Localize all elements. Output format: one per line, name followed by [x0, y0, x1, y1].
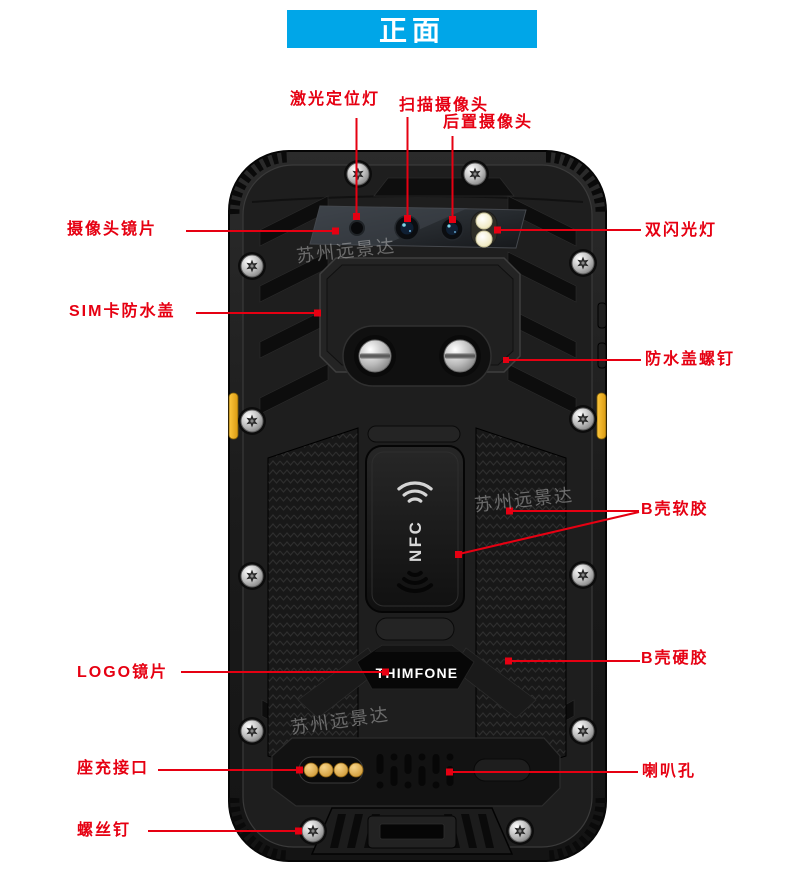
laser-positioning-light: [349, 220, 365, 236]
nfc-area: NFC: [365, 425, 465, 641]
serrated-corner-top-left: [228, 151, 289, 215]
label-soft-shell: B壳软胶: [641, 501, 709, 518]
callout-marker-soft-shell-a: [506, 507, 513, 515]
nfc-panel: [365, 445, 465, 613]
callout-marker-soft-shell-b: [455, 551, 462, 558]
logo-panel: THIMFONE: [356, 644, 475, 690]
callout-marker-camera-lens: [332, 227, 339, 235]
callout-marker-dock-port: [296, 766, 303, 774]
label-hard-shell: B壳硬胶: [641, 650, 709, 667]
label-screw: 螺丝钉: [77, 822, 132, 839]
dual-flash-led: [470, 210, 498, 248]
bottom-pill-recess: [473, 758, 531, 782]
page-title: 正面: [378, 15, 445, 46]
bottom-panel: [271, 737, 561, 807]
side-key-lower: [597, 342, 607, 369]
bottom-vent-block: [310, 807, 514, 855]
label-camera-lens: 摄像头镜片: [67, 221, 158, 238]
brand-logo-text: THIMFONE: [376, 665, 459, 681]
waterproof-cover-screw-right: [439, 335, 481, 377]
callout-marker-logo-lens: [382, 668, 389, 676]
side-button-yellow-right: [596, 392, 607, 440]
camera-glass: [309, 205, 527, 249]
label-sim-cover: SIM卡防水盖: [69, 303, 176, 320]
serrated-corner-top-right: [545, 151, 607, 215]
label-dock-port: 座充接口: [77, 760, 150, 777]
callout-marker-rear-camera: [449, 216, 456, 223]
nfc-text: NFC: [406, 520, 425, 562]
callout-marker-sim-cover: [314, 309, 321, 317]
callout-marker-dual-flash: [494, 226, 501, 234]
title-banner: 正面: [287, 10, 537, 48]
waterproof-cover-screw-left: [354, 335, 396, 377]
callout-marker-cover-screw: [503, 357, 509, 363]
serrated-corner-bottom-right: [546, 797, 607, 862]
label-scan-camera: 扫描摄像头: [399, 97, 490, 114]
callout-marker-laser-light: [353, 213, 360, 220]
callout-marker-hard-shell: [505, 657, 512, 665]
callout-marker-screw: [295, 827, 302, 835]
side-button-yellow-left: [228, 392, 239, 440]
callout-lines: [148, 117, 641, 835]
label-logo-lens: LOGO镜片: [77, 664, 169, 681]
label-rear-camera: 后置摄像头: [443, 114, 534, 131]
serrated-corner-bottom-left: [228, 797, 289, 862]
nfc-wave-icon: [397, 481, 433, 503]
label-speaker-hole: 喇叭孔: [642, 763, 697, 780]
lanyard-slot: [379, 823, 445, 840]
callout-marker-speaker-hole: [446, 768, 453, 776]
label-dual-flash: 双闪光灯: [645, 222, 718, 239]
nfc-dark-arcs: [396, 570, 434, 593]
side-key-upper: [597, 302, 607, 329]
label-laser-light: 激光定位灯: [290, 91, 381, 108]
callout-marker-scan-camera: [404, 215, 411, 222]
callout-line-soft-shell-b: [458, 511, 640, 555]
label-cover-screw: 防水盖螺钉: [645, 351, 736, 368]
sim-waterproof-cover: [319, 257, 521, 387]
